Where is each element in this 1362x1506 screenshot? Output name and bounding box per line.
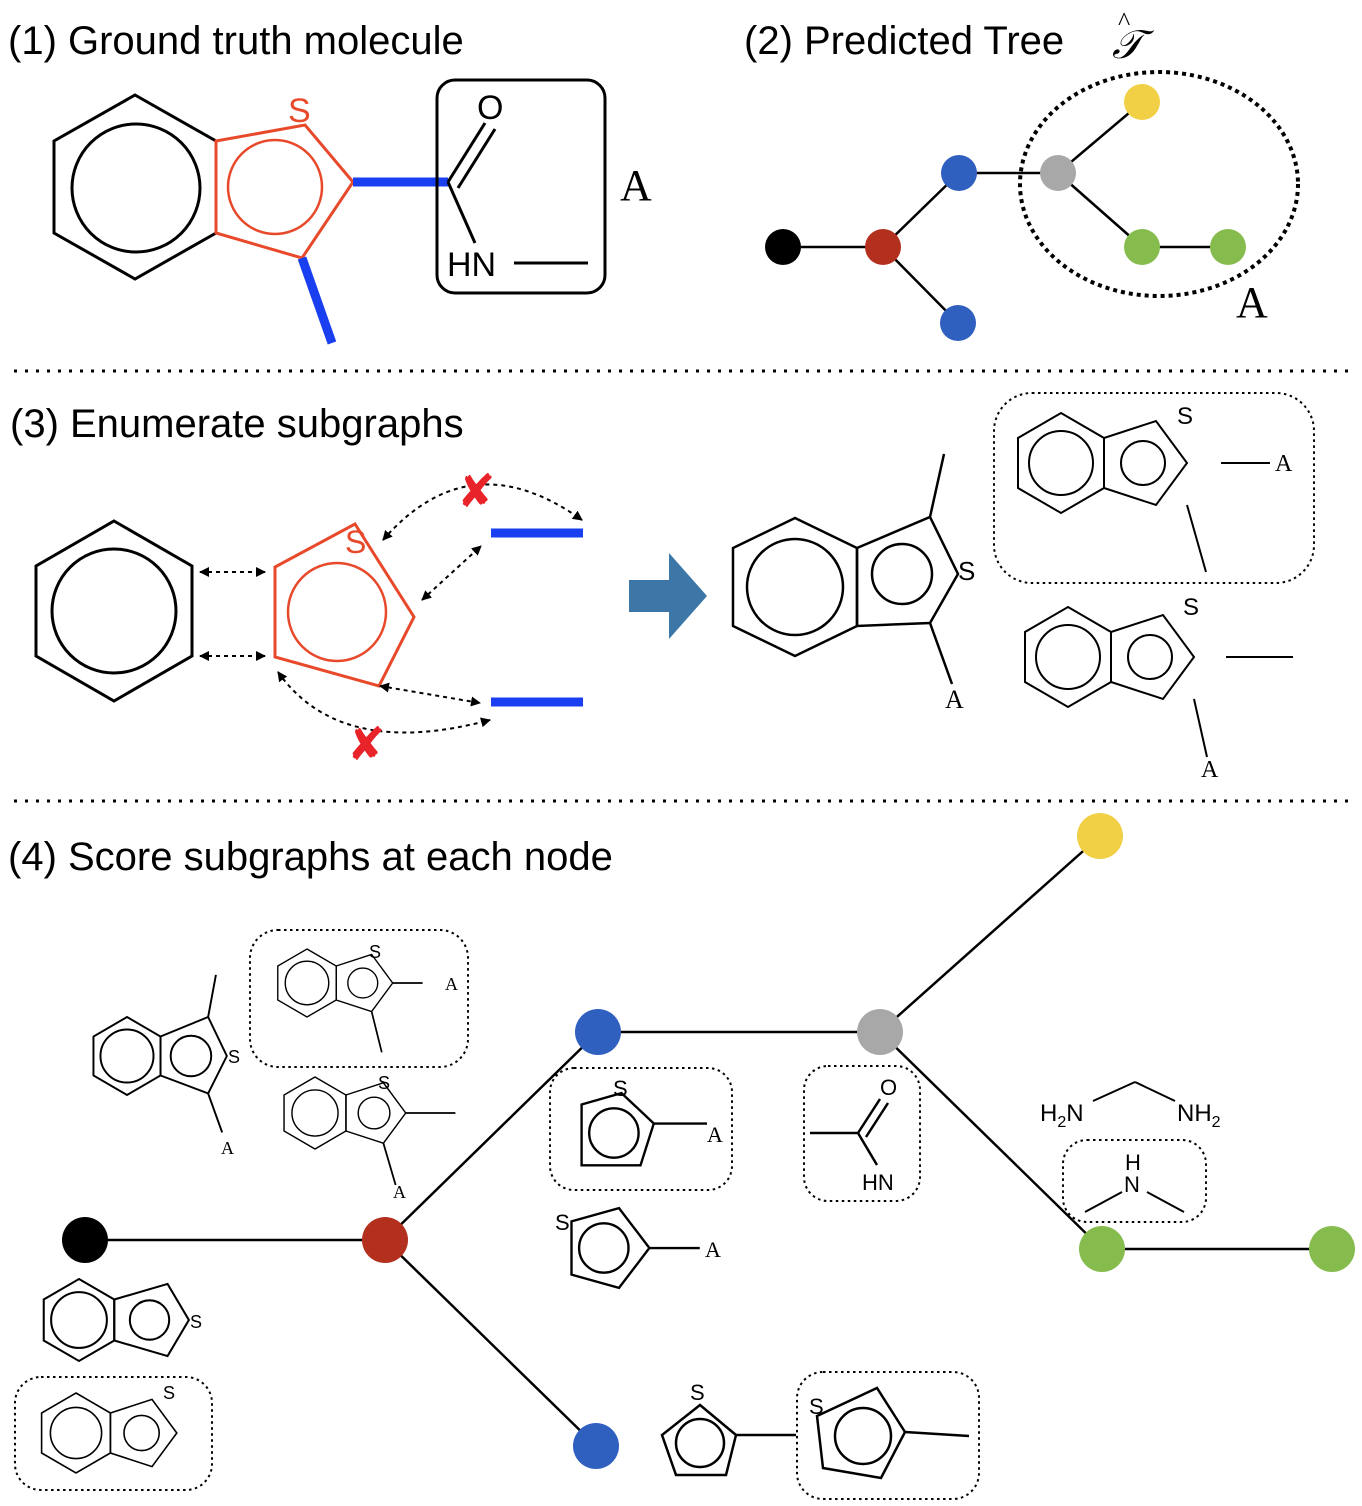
oxygen-label: O: [477, 89, 503, 127]
group-a-ellipse: [1018, 70, 1300, 298]
a-label-c2: A: [1275, 451, 1293, 477]
group-a-label: A: [620, 161, 652, 210]
red-node-selected-box: [249, 929, 469, 1068]
s-label-r1: S: [228, 1047, 240, 1067]
node-red: [362, 1217, 408, 1263]
a-label-u1: A: [707, 1122, 723, 1147]
lower-blue-node-candidates: S S: [660, 1371, 980, 1500]
tree-node-red: [865, 229, 901, 265]
enumerated-candidate-2: S A: [993, 392, 1315, 584]
s-label-b2: S: [163, 1383, 175, 1403]
hn-label: HN: [447, 246, 496, 284]
node-yellow: [1077, 813, 1123, 859]
node-blue-lower: [573, 1423, 619, 1469]
scored-tree: [62, 813, 1355, 1469]
s-label-l1: S: [690, 1380, 705, 1405]
h-label-green: H: [1125, 1150, 1141, 1175]
h2n-label: H2N: [1040, 1100, 1084, 1131]
tree-node-black: [765, 229, 801, 265]
tree-node-green-left: [1124, 229, 1160, 265]
red-cross-icon-upper: ✘: [457, 464, 496, 518]
red-node-candidates: S A S A S A: [92, 929, 469, 1202]
s-label-u1: S: [613, 1076, 628, 1101]
a-label-r2: A: [445, 974, 458, 994]
lower-blue-selected-box: [796, 1371, 980, 1500]
tree-group-a-label: A: [1236, 278, 1268, 327]
node-gray: [857, 1009, 903, 1055]
subgraph-components: S ✘ ✘: [34, 464, 583, 771]
enumerated-candidate-3: S A: [1024, 594, 1293, 783]
predicted-tree: A: [765, 70, 1300, 341]
node-green-left: [1079, 1226, 1125, 1272]
a-label-u2: A: [705, 1237, 721, 1262]
node-green-right: [1309, 1226, 1355, 1272]
a-label-r1: A: [221, 1138, 234, 1158]
right-arrow-icon: [629, 553, 707, 639]
panel-2-title: (2) Predicted Tree: [744, 19, 1064, 63]
ground-truth-molecule: S O HN A: [52, 78, 652, 345]
panel-4-title: (4) Score subgraphs at each node: [8, 835, 613, 879]
tree-node-blue-upper: [941, 155, 977, 191]
nh2-label: NH2: [1177, 1100, 1221, 1131]
s-label-u2: S: [555, 1210, 570, 1235]
sulfur-label: S: [288, 92, 311, 130]
hn-label-g: HN: [862, 1170, 894, 1195]
s-label-c2: S: [1177, 403, 1193, 430]
node-black: [62, 1217, 108, 1263]
sulfur-label-p3: S: [345, 524, 366, 560]
red-cross-icon-lower: ✘: [347, 717, 386, 771]
a-label-c1: A: [945, 685, 964, 714]
blue-node-selected-box: [549, 1067, 733, 1191]
gray-node-selected-box: [803, 1065, 921, 1202]
panel-3-title: (3) Enumerate subgraphs: [10, 402, 464, 446]
s-label-r3: S: [378, 1073, 390, 1093]
panel-1-title: (1) Ground truth molecule: [8, 19, 464, 63]
s-label-r2: S: [369, 942, 381, 962]
o-label-g: O: [880, 1075, 897, 1100]
tree-hat: ^: [1118, 7, 1130, 36]
selected-candidate-box: [993, 392, 1315, 584]
n-label-green: N: [1124, 1172, 1140, 1197]
green-node-candidates: H2N NH2 H N: [1040, 1081, 1221, 1223]
gray-node-candidate: O HN: [803, 1065, 921, 1202]
tree-node-green-right: [1210, 229, 1246, 265]
tree-node-blue-lower: [940, 305, 976, 341]
tree-node-yellow: [1124, 84, 1160, 120]
tree-node-gray: [1040, 155, 1076, 191]
blue-bond-lower: [297, 256, 337, 345]
enumerated-candidate-1: S A: [731, 453, 975, 714]
node-blue-upper: [575, 1009, 621, 1055]
s-label-c1: S: [958, 556, 975, 586]
s-label-c3: S: [1183, 594, 1199, 621]
black-node-candidates: S S: [14, 1277, 213, 1491]
a-label-r3: A: [393, 1182, 406, 1202]
a-label-c3: A: [1201, 757, 1219, 783]
blue-node-candidates: S A S A: [549, 1067, 733, 1290]
black-node-selected-box: [14, 1376, 213, 1491]
s-label-l2: S: [809, 1394, 824, 1419]
group-a-box: [435, 78, 607, 295]
s-label-b1: S: [190, 1312, 202, 1332]
